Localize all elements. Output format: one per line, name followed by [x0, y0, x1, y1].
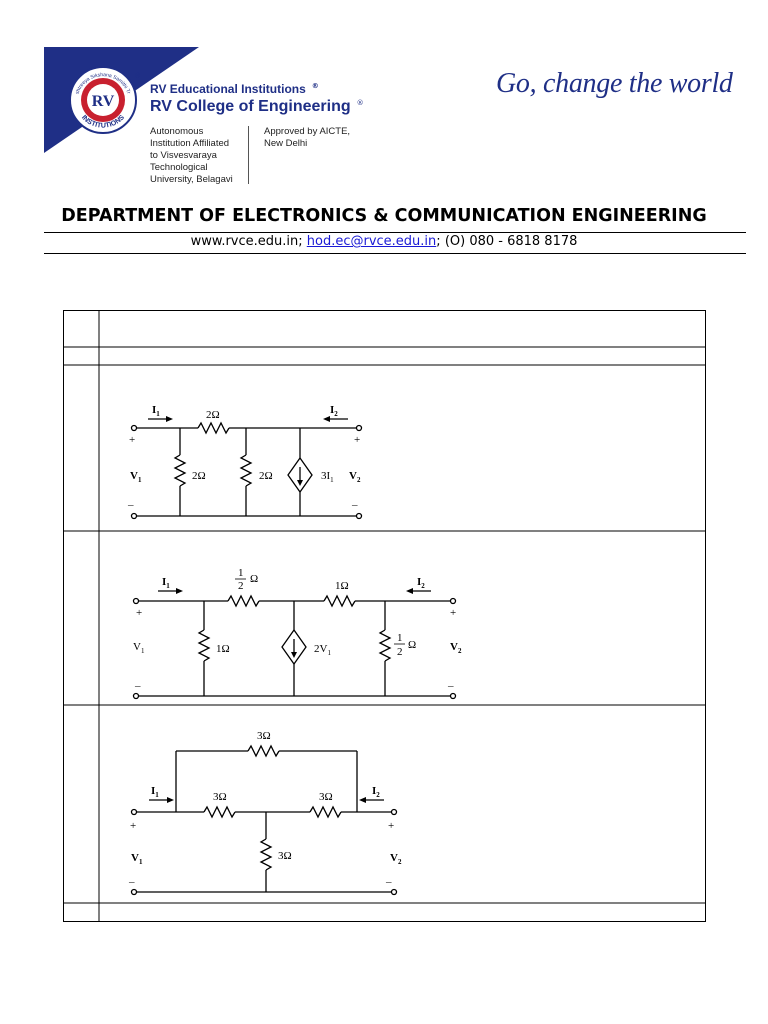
- affiliation-text: Autonomous Institution Affiliated to Vis…: [150, 126, 233, 185]
- svg-text:I2: I2: [372, 785, 380, 799]
- source-label: 2V1: [314, 643, 331, 657]
- v2-label: V2: [349, 470, 361, 484]
- r-mid-label: 3Ω: [278, 850, 292, 862]
- svg-text:–: –: [134, 680, 141, 692]
- svg-text:–: –: [447, 680, 454, 692]
- phone-number: (O) 080 - 6818 8178: [444, 234, 578, 249]
- v2-label: V2: [450, 641, 462, 655]
- svg-text:I2: I2: [417, 576, 425, 590]
- r-left-label: 3Ω: [213, 791, 227, 803]
- circuit-1-diagram: I1 I2 2Ω 2Ω 2Ω 3I1 + + – – V1 V2: [127, 404, 363, 520]
- svg-text:+: +: [129, 434, 135, 446]
- r-top-label: 2Ω: [206, 409, 220, 421]
- seal-registered-mark: ®: [134, 72, 141, 80]
- approval-text: Approved by AICTE, New Delhi: [264, 126, 351, 149]
- circuit-3-diagram: I1 I2 3Ω 3Ω 3Ω 3Ω + + – – V1 V2: [128, 730, 402, 896]
- svg-text:–: –: [128, 876, 135, 888]
- svg-text:+: +: [130, 820, 136, 832]
- r-left-label: 1Ω: [216, 643, 230, 655]
- v1-label: V1: [130, 470, 142, 484]
- svg-text:1: 1: [238, 567, 244, 579]
- question-table: [63, 310, 706, 922]
- svg-text:–: –: [385, 876, 392, 888]
- i1-label: I1: [152, 404, 160, 418]
- r-left-label: 2Ω: [192, 470, 206, 482]
- svg-text:Ω: Ω: [250, 573, 258, 585]
- seal-monogram: RV: [92, 93, 115, 110]
- svg-text:+: +: [136, 607, 142, 619]
- circuit-2-diagram: I1 I2 1 2 Ω 1Ω 1Ω 2V1 1 2 Ω + + – – V1 V…: [132, 567, 462, 700]
- tagline: Go, change the world: [496, 68, 733, 99]
- v1-label: V1: [133, 641, 145, 655]
- svg-text:+: +: [354, 434, 360, 446]
- svg-text:–: –: [127, 499, 134, 511]
- svg-text:I1: I1: [151, 785, 159, 799]
- group-name: RV Educational Institutions®: [150, 82, 319, 96]
- header-divider: [248, 126, 249, 184]
- svg-text:+: +: [450, 607, 456, 619]
- v1-label: V1: [131, 852, 143, 866]
- r-top-right-label: 1Ω: [335, 580, 349, 592]
- svg-text:2: 2: [397, 646, 403, 658]
- rv-seal-logo: RV INSTITUTIONS Rashtreeya Sikshana Sami…: [68, 65, 137, 134]
- i2-label: I2: [330, 404, 338, 418]
- svg-text:–: –: [351, 499, 358, 511]
- email-link[interactable]: hod.ec@rvce.edu.in: [306, 234, 437, 249]
- svg-text:+: +: [388, 820, 394, 832]
- website-link[interactable]: www.rvce.edu.in: [190, 234, 299, 249]
- contact-line: www.rvce.edu.in; hod.ec@rvce.edu.in; (O)…: [190, 234, 578, 249]
- rule-bottom: [44, 253, 746, 254]
- department-title: DEPARTMENT OF ELECTRONICS & COMMUNICATIO…: [61, 206, 707, 226]
- v2-label: V2: [390, 852, 402, 866]
- rule-top: [44, 232, 746, 233]
- svg-text:2: 2: [238, 580, 244, 592]
- r-right-label: 3Ω: [319, 791, 333, 803]
- college-name: RV College of Engineering®: [150, 98, 364, 115]
- svg-text:I1: I1: [162, 576, 170, 590]
- source-label: 3I1: [321, 470, 334, 484]
- r-mid-label: 2Ω: [259, 470, 273, 482]
- svg-text:1: 1: [397, 632, 403, 644]
- r-top-label: 3Ω: [257, 730, 271, 742]
- svg-text:Ω: Ω: [408, 639, 416, 651]
